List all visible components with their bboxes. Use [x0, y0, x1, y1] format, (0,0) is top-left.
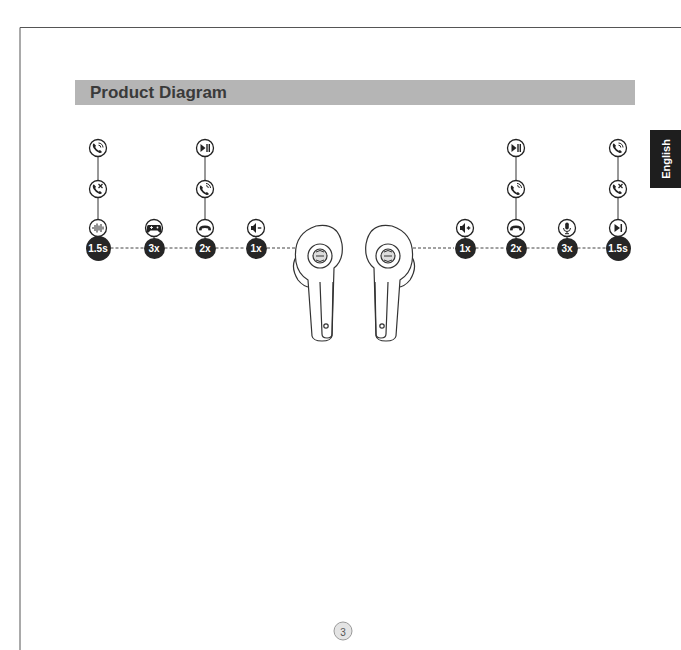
language-tab: English [650, 130, 681, 188]
left-earbud [293, 225, 342, 341]
dashed-connector [476, 248, 506, 249]
dashed-connector [216, 248, 246, 249]
page-number-disc [334, 622, 352, 640]
press-count-circle: 3x [144, 238, 165, 259]
press-count-circle: 1.5s [606, 236, 631, 261]
press-count: 3x [148, 243, 159, 254]
language-label: English [660, 139, 672, 179]
leader-lines [98, 157, 618, 239]
press-count: 3x [561, 243, 572, 254]
function-icons [90, 140, 627, 237]
title-band: Product Diagram [75, 80, 635, 105]
press-count-circle: 2x [506, 238, 527, 259]
press-count-circle: 1.5s [86, 236, 111, 261]
dashed-link [267, 248, 454, 249]
press-count: 1x [459, 243, 470, 254]
press-count: 1x [250, 243, 261, 254]
dashed-connector [527, 248, 557, 249]
press-count-circle: 1x [455, 238, 476, 259]
press-count: 1.5s [608, 243, 627, 254]
press-count: 2x [199, 243, 210, 254]
right-earbud [366, 225, 415, 341]
dashed-connector [165, 248, 195, 249]
page-number: 3 [334, 622, 352, 640]
diagram-title: Product Diagram [90, 83, 227, 103]
press-count-circle: 3x [557, 238, 578, 259]
dashed-connector [111, 248, 144, 249]
press-count-circle: 2x [195, 238, 216, 259]
page-number-text: 3 [340, 627, 346, 638]
press-count-circle: 1x [246, 238, 267, 259]
dashed-connector [578, 248, 606, 249]
page-frame [20, 28, 681, 650]
press-count: 1.5s [88, 243, 107, 254]
press-count: 2x [510, 243, 521, 254]
